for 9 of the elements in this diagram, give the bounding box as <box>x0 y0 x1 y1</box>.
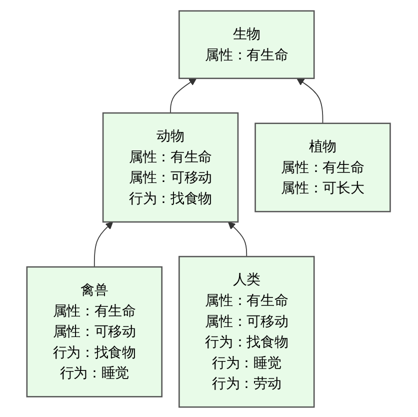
node-box: 动物 属性：有生命 属性：可移动 行为：找食物 <box>102 112 240 222</box>
node-box: 禽兽 属性：有生命 属性：可移动 行为：找食物 行为：睡觉 <box>26 266 163 397</box>
arrow <box>170 78 198 113</box>
arrow <box>228 221 248 256</box>
arrow <box>94 221 114 267</box>
node-box: 植物 属性：有生命 属性：可长大 <box>255 122 392 212</box>
node-box: 生物 属性：有生命 <box>178 10 316 79</box>
node-box: 人类 属性：有生命 属性：可移动 行为：找食物 行为：睡觉 行为：劳动 <box>178 255 316 408</box>
arrow <box>297 78 324 124</box>
